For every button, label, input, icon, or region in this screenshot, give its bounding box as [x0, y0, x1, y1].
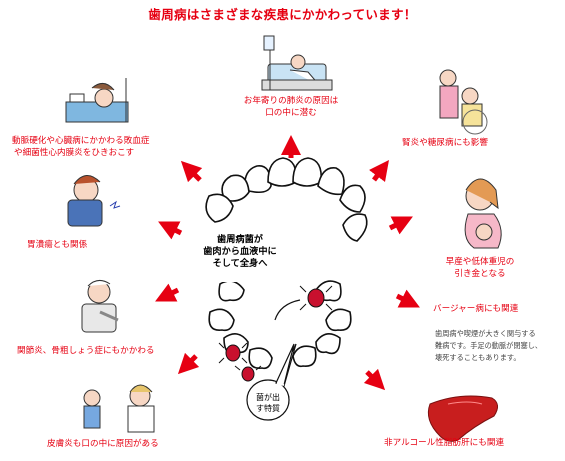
- pregnant-woman-icon: [464, 178, 502, 249]
- label-joint: 関節炎、骨粗しょう症にもかかわる: [17, 346, 155, 356]
- arrow-down-right: [363, 368, 386, 391]
- page-title: 歯周病はさまざまな疾患にかかわっています！: [148, 7, 417, 22]
- arrow-up-right: [369, 160, 389, 182]
- bubble-line-1: 菌が出: [256, 393, 280, 402]
- arrow-right-upper: [388, 216, 413, 235]
- teeth-icon: [205, 157, 368, 370]
- label-liver: 非アルコール性脂肪肝にも関連: [384, 438, 505, 448]
- label-premature: 早産や低体重児の 引き金となる: [445, 257, 515, 279]
- label-arteriosclerosis: 動脈硬化や心臓病にかかわる敗血症 や細菌性心内膜炎をひきおこす: [12, 136, 150, 158]
- arrow-up-left: [180, 160, 203, 183]
- caregiver-elderly-icon: [439, 69, 488, 135]
- arrow-left-lower: [155, 283, 180, 302]
- buerger-description: 歯周病や喫煙が大きく関与する 難病です。手足の動脈が閉塞し、 壊死することもあり…: [435, 329, 543, 362]
- injured-person-icon: [81, 280, 119, 333]
- bedridden-person-icon: [261, 35, 333, 91]
- arrow-right-lower: [395, 289, 420, 308]
- center-caption: 歯周病菌が 歯肉から血液中に そして全身へ: [196, 234, 284, 270]
- arrow-down-left: [177, 352, 200, 375]
- center-box: [193, 228, 287, 282]
- center-line-1: 歯周病菌が: [217, 234, 263, 245]
- label-stomach: 胃潰瘍とも関係: [27, 240, 88, 250]
- patient-in-bed-icon: [65, 78, 129, 123]
- bubble-caption: 菌が出 す特質: [251, 392, 285, 414]
- bubble-line-2: す特質: [256, 404, 280, 413]
- bacteria-icon: [218, 285, 333, 382]
- label-buerger: バージャー病にも関連: [433, 304, 519, 314]
- label-kidney: 腎炎や糖尿病にも影響: [402, 138, 488, 148]
- arrows: [155, 135, 420, 391]
- stomach-ache-child-icon: [67, 175, 121, 227]
- arrow-left-upper: [158, 221, 183, 240]
- liver-icon: [427, 395, 498, 442]
- doctor-child-icon: [83, 384, 155, 433]
- label-pneumonia: お年寄りの肺炎の原因は 口の中に潜む: [243, 96, 339, 118]
- label-skin: 皮膚炎も口の中に原因がある: [47, 439, 159, 449]
- center-line-3: そして全身へ: [212, 258, 268, 269]
- center-line-2: 歯肉から血液中に: [203, 246, 277, 257]
